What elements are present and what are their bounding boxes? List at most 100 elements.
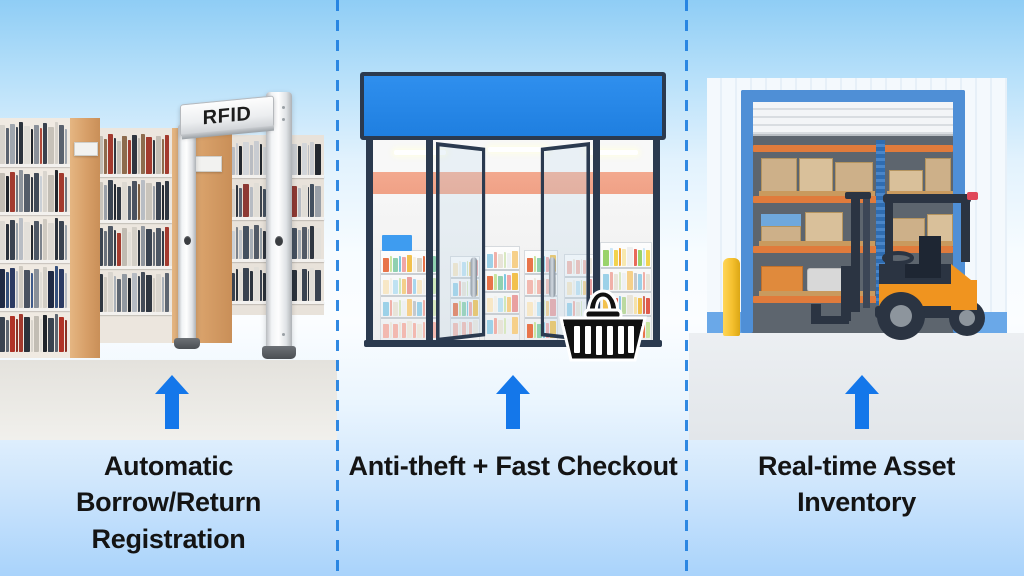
book-spine (141, 272, 145, 312)
caption-library: Automatic Borrow/Return Registration (0, 448, 337, 557)
glass-door-left[interactable] (436, 142, 486, 342)
book-spine (34, 124, 40, 164)
caption-warehouse-line2: Inventory (797, 487, 916, 518)
book-spine (40, 223, 43, 260)
book-spine (165, 226, 169, 266)
product-item (643, 272, 646, 290)
product-item (533, 278, 537, 294)
product-item (458, 321, 461, 336)
product-item (469, 301, 473, 316)
gate-post-left (178, 124, 196, 342)
product-item (389, 322, 393, 338)
product-item (487, 320, 493, 334)
book-spine (250, 229, 253, 259)
shelf-unit-center-a (450, 256, 480, 343)
shopping-basket-icon (558, 288, 648, 362)
product-item (399, 255, 401, 272)
book-spine (116, 140, 121, 174)
product-item (537, 323, 542, 338)
book-spine (30, 225, 34, 260)
book-spine (18, 314, 23, 352)
product-item (494, 318, 497, 334)
product-item (461, 262, 466, 276)
panel-warehouse: Real-time Asset Inventory (689, 0, 1024, 576)
book-spine (18, 170, 23, 212)
product-item (542, 277, 545, 294)
product-item (633, 296, 637, 314)
book-spine (55, 218, 59, 260)
book-spine (43, 219, 48, 260)
book-spine (156, 136, 162, 174)
stacked-goods (761, 214, 801, 226)
product-item (533, 300, 537, 316)
product-item (567, 302, 572, 316)
book-spine (152, 140, 156, 174)
product-item (393, 301, 399, 316)
product-item (622, 273, 626, 290)
storefront-illustration (340, 0, 686, 440)
product-item (383, 280, 389, 294)
product-item (527, 258, 533, 272)
product-item (512, 317, 518, 334)
bay-jamb-left (741, 90, 753, 333)
book-spine (315, 228, 321, 259)
door-handle-right[interactable] (548, 257, 556, 298)
book-spine (259, 144, 262, 175)
book-spine (162, 231, 165, 266)
carton (761, 158, 797, 194)
book-spine (40, 175, 43, 212)
book-spine (165, 272, 169, 312)
product-item (609, 248, 613, 266)
book-spine (116, 278, 121, 312)
pallet (759, 191, 875, 196)
book-spine (243, 184, 250, 217)
carton (925, 158, 951, 194)
book-spine (30, 273, 34, 308)
product-item (619, 247, 622, 266)
product-item (406, 277, 413, 294)
book-spine (59, 125, 65, 164)
product-item (413, 278, 417, 294)
book-spine (104, 138, 108, 174)
book-spine (23, 317, 30, 352)
book-spine (116, 186, 121, 220)
product-item (399, 299, 401, 316)
product-item (542, 255, 545, 272)
product-item (603, 250, 609, 266)
product-item (422, 278, 425, 294)
book-spine (9, 315, 15, 352)
pallet (759, 291, 875, 296)
book-spine (108, 272, 113, 312)
product-item (512, 251, 518, 268)
product-item (637, 298, 643, 314)
caption-warehouse-line1: Real-time Asset (757, 451, 956, 481)
book-spine (262, 230, 267, 259)
book-spine (43, 315, 48, 352)
book-spine (9, 267, 15, 308)
product-item (473, 300, 478, 316)
book-spine (48, 318, 55, 352)
book-spine (5, 128, 9, 164)
book-spine (310, 267, 315, 301)
book-spine (104, 230, 108, 266)
book-spine (165, 180, 169, 220)
store-back-wall (368, 172, 658, 194)
product-item (507, 297, 511, 312)
product-item (613, 273, 619, 290)
book-spine (291, 269, 298, 301)
product-item (406, 299, 413, 316)
book-spine (250, 145, 253, 175)
storefront-mullion-3 (593, 138, 600, 345)
book-spine (253, 141, 259, 175)
caption-warehouse: Real-time Asset Inventory (689, 448, 1024, 521)
book-spine (113, 137, 116, 174)
product-item (413, 256, 417, 272)
book-spine (238, 146, 243, 175)
book-spine (307, 187, 310, 217)
book-spine (145, 183, 152, 220)
storefront-mullion-right (653, 138, 660, 345)
book-spine (34, 268, 40, 308)
door-handle-left[interactable] (470, 257, 478, 298)
product-item (413, 322, 417, 338)
roller-shutter-door[interactable] (753, 102, 953, 136)
